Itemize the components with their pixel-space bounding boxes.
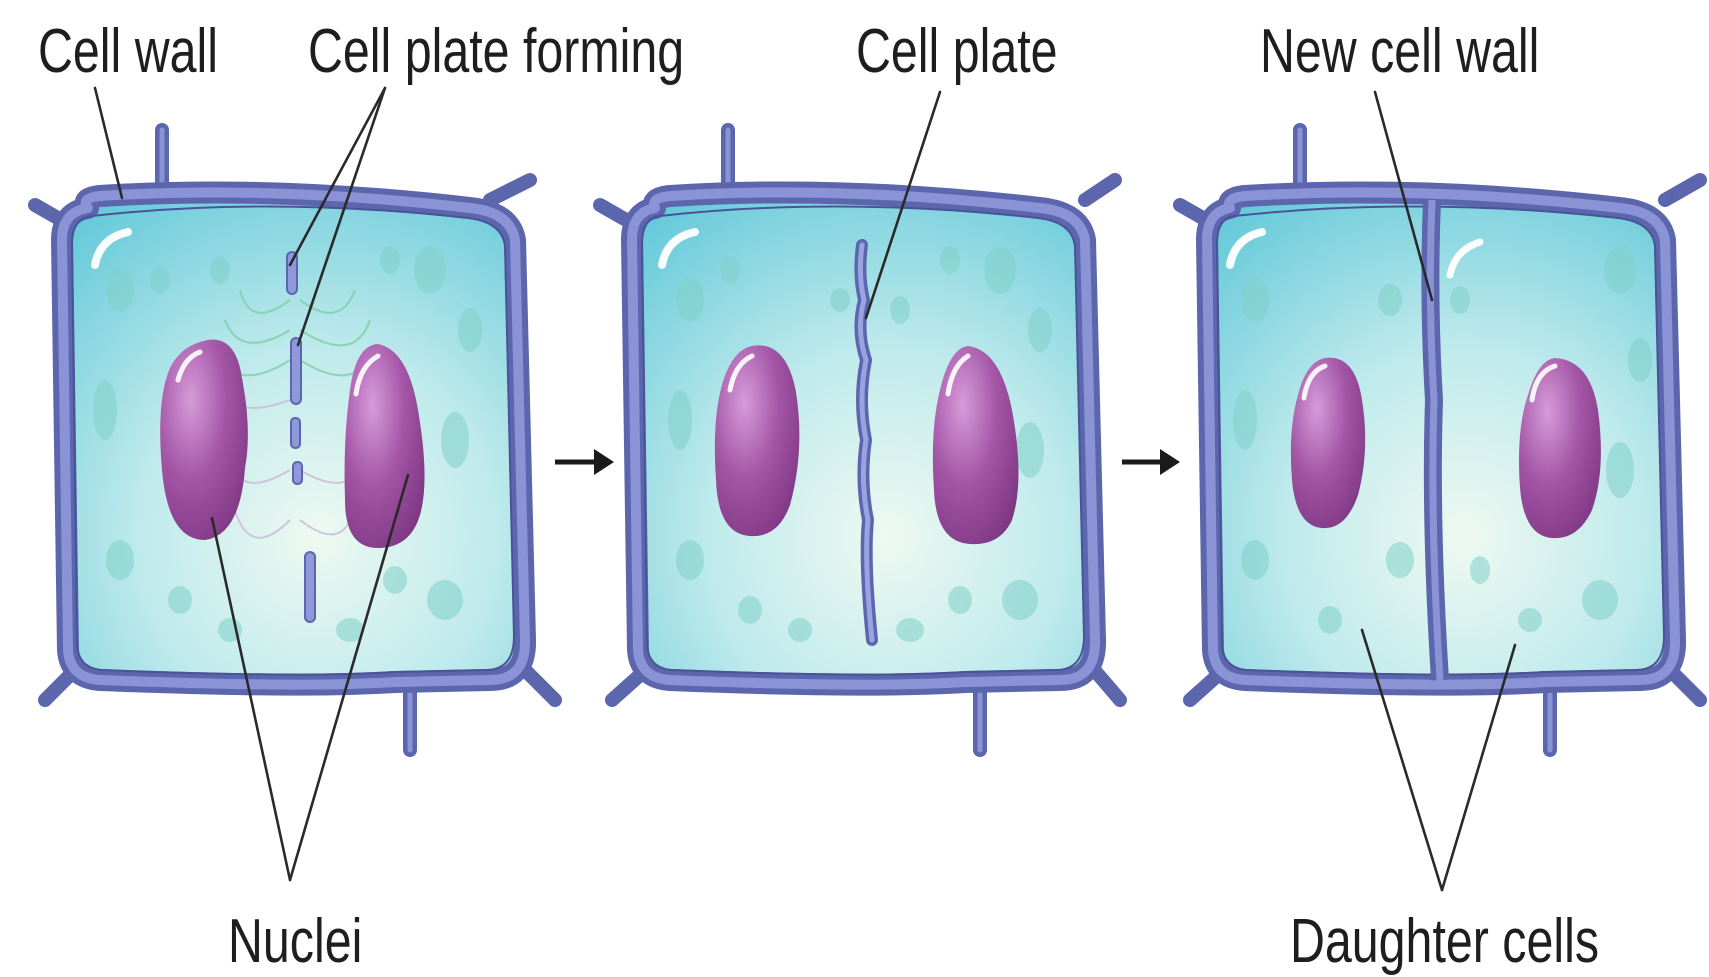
- cell-1-dividing: [35, 130, 555, 750]
- cell-3-nucleus-left: [1291, 358, 1365, 528]
- label-cell-plate-forming: Cell plate forming: [308, 16, 684, 85]
- label-cell-plate: Cell plate: [856, 16, 1058, 85]
- label-nuclei: Nuclei: [228, 906, 362, 975]
- arrow-right-icon: [555, 449, 614, 475]
- leader-cell-wall: [95, 88, 122, 198]
- label-cell-wall: Cell wall: [38, 16, 218, 85]
- label-daughter-cells: Daughter cells: [1290, 906, 1599, 975]
- cell-2-nucleus-left: [715, 345, 800, 536]
- cell-3-daughter-cells: [1180, 130, 1700, 750]
- cell-1-nucleus-left: [160, 340, 248, 540]
- label-new-cell-wall: New cell wall: [1260, 16, 1539, 85]
- arrow-right-icon-2: [1122, 449, 1180, 475]
- cell-3-nucleus-right: [1519, 358, 1601, 538]
- cell-2-cell-plate: [600, 130, 1120, 750]
